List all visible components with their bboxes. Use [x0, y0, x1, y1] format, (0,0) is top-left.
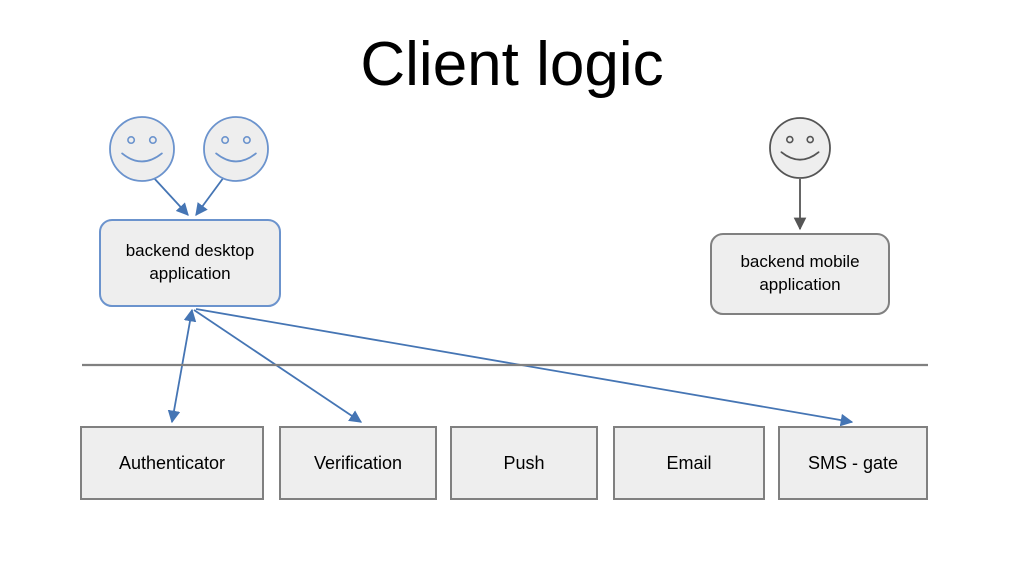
smiley-face-icon[interactable]: [769, 117, 831, 179]
node-label: backend desktop application: [125, 241, 255, 283]
face-outline: [109, 116, 175, 182]
actor-layer: [109, 116, 831, 182]
node-backend-mobile-application[interactable]: backend mobile application: [710, 233, 890, 315]
eye-icon: [221, 136, 230, 145]
arrow-user1-to-desktop: [152, 176, 189, 216]
node-backend-desktop-application[interactable]: backend desktop application: [99, 219, 281, 307]
smile-icon: [121, 152, 163, 163]
smile-icon: [215, 152, 257, 163]
smiley-face-icon[interactable]: [109, 116, 175, 182]
node-sms-gate[interactable]: SMS - gate: [778, 426, 928, 500]
node-push[interactable]: Push: [450, 426, 598, 500]
face-outline: [769, 117, 831, 179]
eye-icon: [127, 136, 136, 145]
node-label: Verification: [313, 452, 403, 473]
node-label: SMS - gate: [807, 452, 899, 473]
eye-icon: [785, 135, 794, 144]
eye-icon: [242, 136, 251, 145]
node-verification[interactable]: Verification: [279, 426, 437, 500]
node-label: Push: [503, 452, 545, 473]
node-email[interactable]: Email: [613, 426, 765, 500]
smile-icon: [780, 151, 820, 161]
node-label: backend mobile application: [740, 252, 860, 294]
arrow-user2-to-desktop: [195, 176, 225, 217]
node-authenticator[interactable]: Authenticator: [80, 426, 264, 500]
node-label: Email: [666, 452, 712, 473]
eye-icon: [148, 136, 157, 145]
node-label: Authenticator: [118, 452, 226, 473]
smiley-face-icon[interactable]: [203, 116, 269, 182]
page-title: Client logic: [360, 30, 664, 99]
eye-icon: [806, 135, 815, 144]
face-outline: [203, 116, 269, 182]
